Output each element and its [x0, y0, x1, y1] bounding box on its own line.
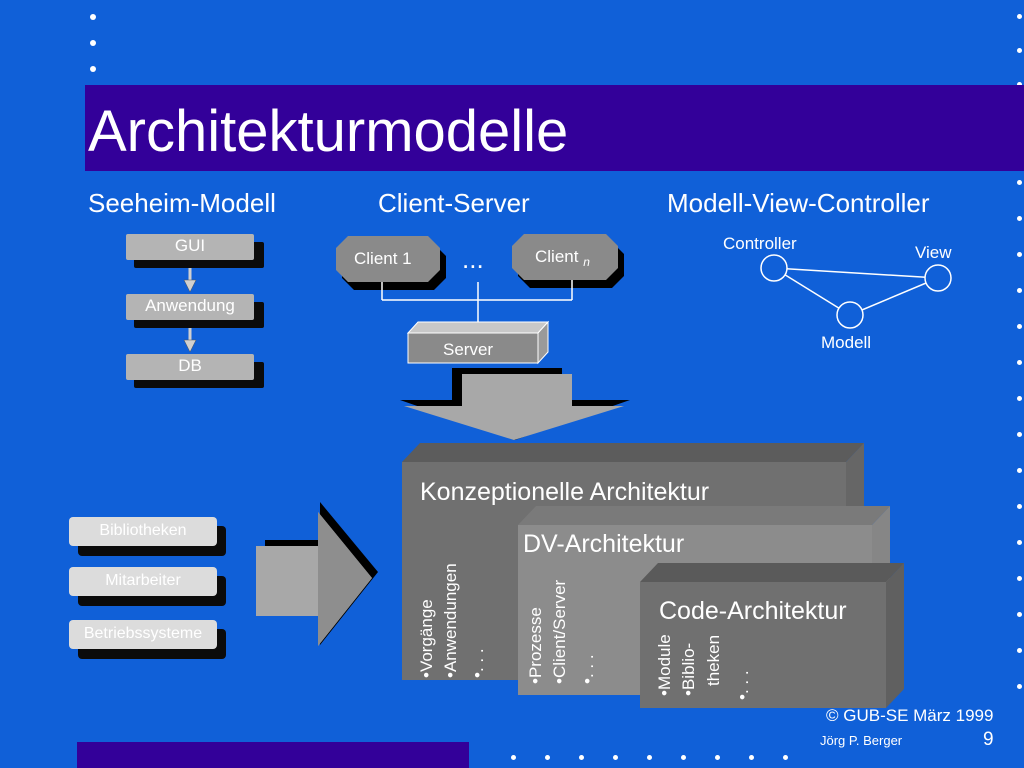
decor-dot — [1017, 468, 1022, 473]
decor-dot — [1017, 504, 1022, 509]
code-item: theken — [704, 634, 723, 686]
decor-dot — [1017, 396, 1022, 401]
decor-dot — [579, 755, 584, 760]
konzeptionell-item: •Vorgänge — [417, 599, 436, 678]
mvc-modell-node — [836, 301, 864, 329]
decor-dot — [90, 66, 96, 72]
decor-dot — [1017, 612, 1022, 617]
decor-dot — [90, 40, 96, 46]
client1-shape — [336, 236, 440, 282]
page-number: 9 — [983, 729, 994, 750]
bibliotheken-pill: Bibliotheken — [69, 517, 217, 546]
anwendung-layer: Anwendung — [126, 294, 254, 320]
decor-dot — [647, 755, 652, 760]
decor-dot — [749, 755, 754, 760]
decor-dot — [1017, 82, 1022, 87]
client-server-bus — [381, 280, 573, 326]
mvc-view-label: View — [915, 243, 952, 262]
bottom-band — [77, 742, 469, 768]
decor-dot — [1017, 14, 1022, 19]
mitarbeiter-pill: Mitarbeiter — [69, 567, 217, 596]
db-layer: DB — [126, 354, 254, 380]
mvc-controller-node — [760, 254, 788, 282]
down-arrow — [400, 368, 630, 440]
client-server-title: Client-Server — [378, 188, 530, 218]
decor-dot — [1017, 432, 1022, 437]
decor-dot — [1017, 360, 1022, 365]
mvc-view-node — [924, 264, 952, 292]
mvc-title: Modell-View-Controller — [667, 188, 930, 218]
mvc-controller-label: Controller — [723, 234, 797, 253]
code-item: •Biblio- — [679, 642, 698, 696]
code-item: •Module — [655, 634, 674, 696]
decor-dot — [1017, 324, 1022, 329]
betriebssysteme-pill: Betriebssysteme — [69, 620, 217, 649]
author-text: Jörg P. Berger — [820, 733, 903, 748]
server-label: Server — [443, 340, 494, 359]
gui-layer: GUI — [126, 234, 254, 260]
konzeptionell-item: •Anwendungen — [441, 563, 460, 678]
decor-dot — [1017, 648, 1022, 653]
server-box — [406, 320, 550, 365]
client1-label: Client 1 — [354, 249, 412, 268]
dv-item: •Prozesse — [526, 607, 545, 684]
decor-dot — [681, 755, 686, 760]
clientn-subscript: n — [583, 255, 590, 269]
dv-item: •. . . — [578, 654, 597, 684]
decor-dot — [1017, 576, 1022, 581]
title-band — [85, 85, 1024, 171]
decor-dot — [1017, 252, 1022, 257]
dv-item: •Client/Server — [550, 579, 569, 684]
code-item: •. . . — [733, 670, 752, 700]
decor-dot — [1017, 540, 1022, 545]
konzeptionell-item: •. . . — [468, 648, 487, 678]
mvc-edges — [773, 267, 939, 316]
decor-dot — [715, 755, 720, 760]
decor-dot — [90, 14, 96, 20]
dv-title: DV-Architektur — [523, 530, 685, 558]
decor-dot — [613, 755, 618, 760]
clientn-label: Client n — [535, 247, 590, 269]
decor-dot — [1017, 288, 1022, 293]
decor-dot — [1017, 48, 1022, 53]
clientn-label-text: Client — [535, 247, 579, 266]
decor-dot — [1017, 216, 1022, 221]
decor-dot — [1017, 684, 1022, 689]
code-title: Code-Architektur — [659, 597, 847, 625]
right-arrow — [256, 502, 378, 646]
clients-ellipsis: ... — [462, 244, 484, 274]
konzeptionell-title: Konzeptionelle Architektur — [420, 478, 710, 506]
decor-dot — [545, 755, 550, 760]
seeheim-title: Seeheim-Modell — [88, 188, 276, 218]
decor-dot — [783, 755, 788, 760]
clientn-shape — [512, 234, 618, 280]
code-box — [640, 563, 904, 708]
decor-dot — [1017, 180, 1022, 185]
slide-title: Architekturmodelle — [88, 99, 569, 164]
copyright-text: © GUB-SE März 1999 — [826, 706, 994, 725]
decor-dot — [511, 755, 516, 760]
mvc-modell-label: Modell — [821, 333, 872, 352]
